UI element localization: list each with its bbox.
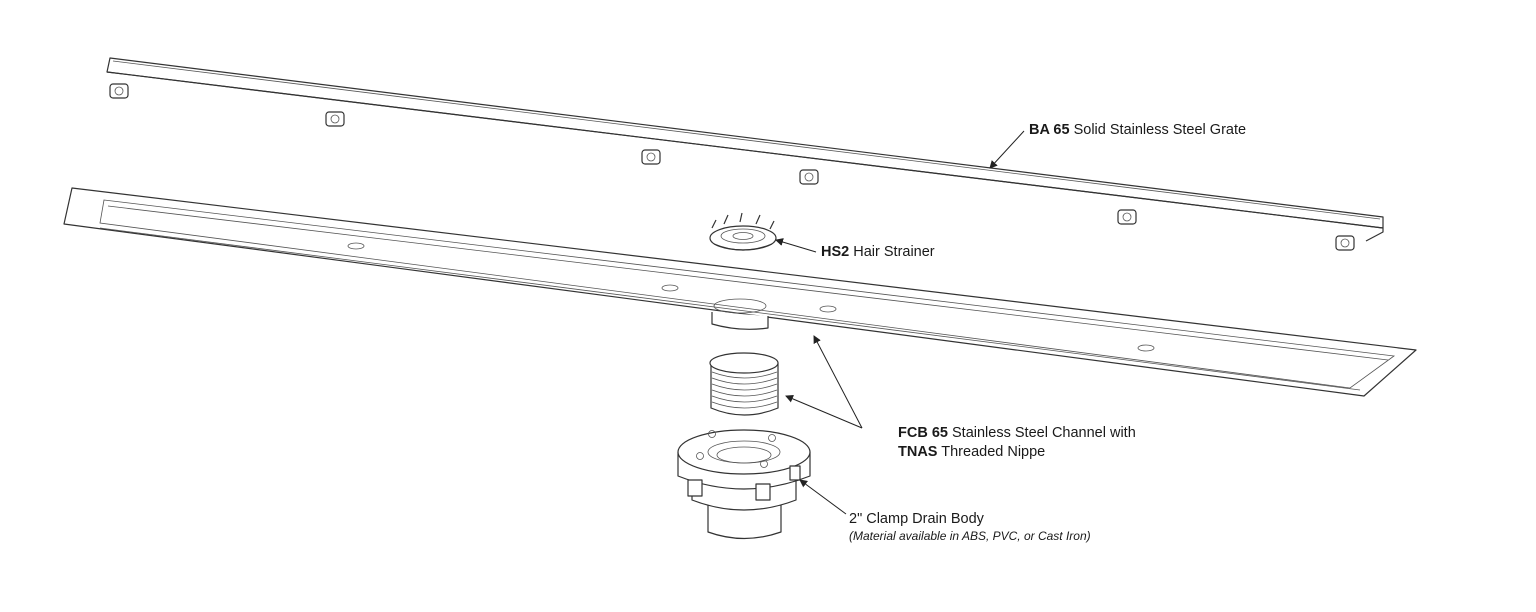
drain-body-title: 2" Clamp Drain Body [849,511,984,527]
strainer-label: HS2 Hair Strainer [821,243,935,262]
drain-body-label: 2" Clamp Drain Body (Material available … [849,510,1091,544]
strainer-code: HS2 [821,244,850,260]
grate-leg [325,111,345,127]
grate-code: BA 65 [1029,122,1070,138]
channel-part [63,187,1417,397]
channel-code: FCB 65 [898,425,948,441]
grate-leg [641,149,661,165]
grate-leg [799,169,819,185]
drain-body-part [677,429,811,540]
grate-description: Solid Stainless Steel Grate [1073,122,1247,138]
nipple-description: Threaded Nippe [941,444,1046,460]
grate-leg [109,83,129,99]
nipple-leader [785,395,863,429]
body-leader [799,479,847,515]
channel-label: FCB 65 Stainless Steel Channel with TNAS… [898,424,1136,462]
channel-description: Stainless Steel Channel with [952,425,1136,441]
hair-strainer-part [709,212,777,251]
drain-body-note: (Material available in ABS, PVC, or Cast… [849,529,1091,543]
grate-leg [1117,209,1137,225]
grate-leader [989,130,1025,169]
grate-leg [1335,235,1355,251]
grate-label: BA 65 Solid Stainless Steel Grate [1029,121,1246,140]
nipple-code: TNAS [898,444,938,460]
strainer-description: Hair Strainer [853,244,935,260]
strainer-leader [775,238,817,253]
channel-leader [813,335,863,429]
grate-part [106,57,1384,251]
threaded-nipple-part [709,352,779,416]
